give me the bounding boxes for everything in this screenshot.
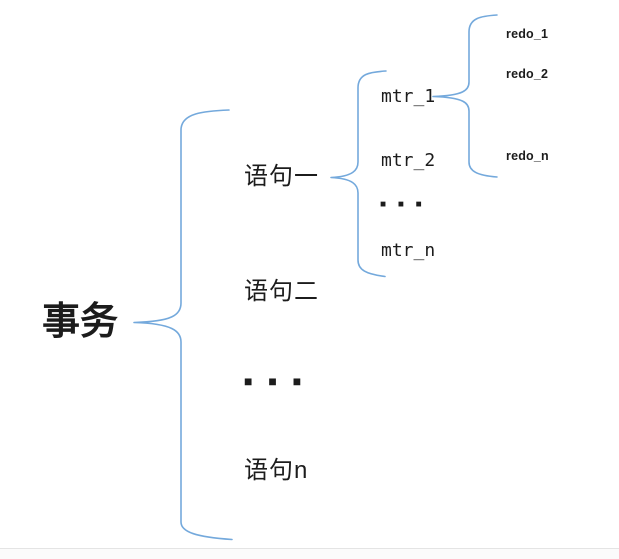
- statements-ellipsis: ■ ■ ■: [244, 373, 308, 389]
- mtrs-ellipsis: ■ ■ ■: [380, 199, 427, 210]
- label-statement-1: 语句一: [244, 163, 319, 190]
- brace-transaction-group: [133, 109, 233, 541]
- brace-statement1-group: [330, 70, 387, 278]
- label-transaction: 事务: [42, 301, 119, 343]
- label-statement-2: 语句二: [244, 278, 319, 305]
- label-mtr-2: mtr_2: [381, 150, 436, 171]
- label-redo-n: redo_n: [506, 148, 549, 163]
- label-statement-n: 语句n: [244, 457, 309, 484]
- brace-mtr1-group: [432, 14, 498, 178]
- label-mtr-1: mtr_1: [381, 86, 436, 107]
- label-redo-2: redo_2: [506, 66, 549, 81]
- bottom-divider: [0, 548, 619, 549]
- label-mtr-n: mtr_n: [381, 240, 436, 261]
- label-redo-1: redo_1: [506, 26, 549, 41]
- bottom-strip: [0, 549, 619, 559]
